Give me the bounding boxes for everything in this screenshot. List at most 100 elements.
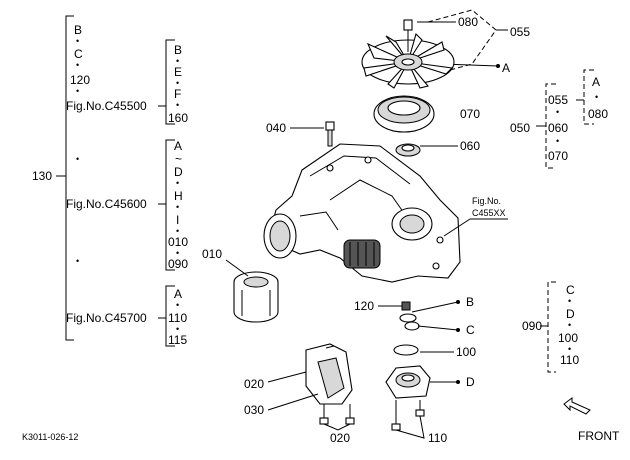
fan-assembly: 080 055 A bbox=[361, 9, 530, 89]
front-arrow-icon bbox=[563, 397, 591, 415]
tree-090-item-0: C bbox=[566, 283, 575, 297]
g2-sub-dot-0: • bbox=[176, 178, 179, 188]
g2-sub-6: 090 bbox=[168, 257, 188, 271]
part-100-oring bbox=[393, 344, 419, 356]
fig-ref-line2: C455XX bbox=[472, 208, 506, 218]
g3-sub-dot-0: • bbox=[176, 300, 179, 310]
dot-c bbox=[456, 328, 460, 332]
housing-hole-3 bbox=[436, 236, 444, 244]
fan-a-dot bbox=[496, 64, 500, 68]
leader-020 bbox=[267, 371, 307, 383]
tree-050-dot-1: • bbox=[556, 136, 559, 146]
fan-label-a: A bbox=[502, 61, 510, 75]
breather-cap bbox=[325, 121, 335, 131]
part-c-bush bbox=[404, 321, 420, 331]
g3-sub-0: A bbox=[174, 287, 182, 301]
label-110: 110 bbox=[428, 431, 447, 445]
left-root-bracket bbox=[65, 15, 74, 341]
leader-020b bbox=[323, 423, 351, 431]
label-b: B bbox=[466, 295, 474, 309]
g2-sub-bracket bbox=[165, 139, 175, 271]
g1-sub-3: 160 bbox=[168, 111, 188, 125]
front-label: FRONT bbox=[578, 429, 620, 443]
g2-sub-4: I bbox=[176, 213, 179, 227]
tree-090-bracket bbox=[547, 281, 556, 373]
pulley-inner bbox=[387, 100, 421, 116]
g1-sub-dot-2: • bbox=[176, 100, 179, 110]
g1-sub-dot-0: • bbox=[176, 56, 179, 66]
label-020b: 020 bbox=[330, 431, 350, 445]
tree-090-root: 090 bbox=[522, 319, 542, 333]
housing-edge-2 bbox=[329, 179, 407, 217]
part-b-collar bbox=[399, 313, 417, 323]
bolt-110-a bbox=[391, 423, 401, 431]
g2-sub-3: H bbox=[174, 189, 183, 203]
ref-code: K3011-026-12 bbox=[22, 432, 78, 442]
housing-hole-4 bbox=[432, 262, 440, 270]
breather-stem bbox=[327, 129, 333, 147]
pulley-label-070: 070 bbox=[460, 107, 480, 121]
filter-top-inner bbox=[243, 276, 269, 288]
bracket-assembly: 020 030 020 bbox=[244, 343, 355, 445]
g1-item-3: Fig.No.C45500 bbox=[66, 99, 147, 113]
tree-090-item-1: D bbox=[566, 307, 575, 321]
bracket-030 bbox=[317, 357, 345, 399]
lower-right-parts: 120 B C 100 D 110 bbox=[354, 295, 476, 445]
g3-sub-1: 110 bbox=[168, 311, 187, 325]
label-d: D bbox=[466, 375, 475, 389]
tree-090-dot-0: • bbox=[568, 296, 571, 306]
fan-label-055: 055 bbox=[510, 25, 530, 39]
g1-sub-bracket bbox=[165, 39, 175, 125]
housing-hole-1 bbox=[326, 164, 334, 172]
g2-sub-5: 010 bbox=[168, 235, 188, 249]
left-tree: 130 B • C • 120 • Fig.No.C45500 B • E • … bbox=[32, 15, 188, 347]
housing-boss-inner bbox=[399, 214, 425, 234]
g2-sub-2: D bbox=[174, 165, 183, 179]
pulley-assembly: 070 060 bbox=[373, 95, 480, 157]
g2-sub-1: ~ bbox=[175, 152, 182, 166]
g3-sub-bracket bbox=[165, 285, 175, 347]
g1-dot-1: • bbox=[76, 60, 79, 70]
tree-055-sub-0: A bbox=[592, 75, 600, 89]
g2-sub-dot-2: • bbox=[176, 226, 179, 236]
g3-sub-dot-1: • bbox=[176, 324, 179, 334]
fig-ref-line1: Fig.No. bbox=[472, 196, 501, 206]
housing-edge-3 bbox=[299, 211, 339, 231]
label-030: 030 bbox=[244, 403, 264, 417]
fan-label-080: 080 bbox=[458, 15, 478, 29]
g3-label: Fig.No.C45700 bbox=[66, 311, 147, 325]
breather-label-040: 040 bbox=[266, 121, 286, 135]
dot-b bbox=[456, 300, 460, 304]
label-100: 100 bbox=[456, 345, 476, 359]
leader-030 bbox=[267, 393, 319, 411]
housing-edge-1 bbox=[309, 155, 411, 185]
fig-ref-leader bbox=[443, 218, 471, 237]
filter-010: 010 bbox=[202, 247, 279, 323]
tree-090-dot-2: • bbox=[568, 344, 571, 354]
label-120: 120 bbox=[354, 299, 374, 313]
seal-label-060: 060 bbox=[460, 139, 480, 153]
g3-sub-2: 115 bbox=[168, 333, 187, 347]
tree-090-item-2: 100 bbox=[558, 331, 578, 345]
g2-sub-dot-1: • bbox=[176, 202, 179, 212]
tree-050-item-1: 060 bbox=[548, 121, 568, 135]
g2-sub-0: A bbox=[174, 139, 182, 153]
seal-060-center bbox=[401, 144, 415, 152]
g1-sub-1: E bbox=[174, 65, 182, 79]
leader-b bbox=[411, 301, 459, 313]
right-low-tree: 090 C • D • 100 • 110 bbox=[522, 281, 579, 373]
housing-hole-2 bbox=[364, 156, 372, 164]
bolt-020-a bbox=[319, 417, 329, 425]
transmission-housing: Fig.No. C455XX bbox=[263, 143, 508, 283]
left-root-label: 130 bbox=[32, 169, 52, 183]
g3-pre-dot: • bbox=[76, 256, 79, 266]
label-020: 020 bbox=[244, 377, 264, 391]
fan-bolt-icon bbox=[403, 19, 413, 31]
g1-sub-0: B bbox=[174, 43, 182, 57]
breather-040: 040 bbox=[266, 121, 335, 147]
g2-pre-dot: • bbox=[76, 154, 79, 164]
tree-055-sub-1: 080 bbox=[588, 107, 608, 121]
g1-dot-2: • bbox=[76, 86, 79, 96]
housing-gear bbox=[343, 239, 381, 269]
